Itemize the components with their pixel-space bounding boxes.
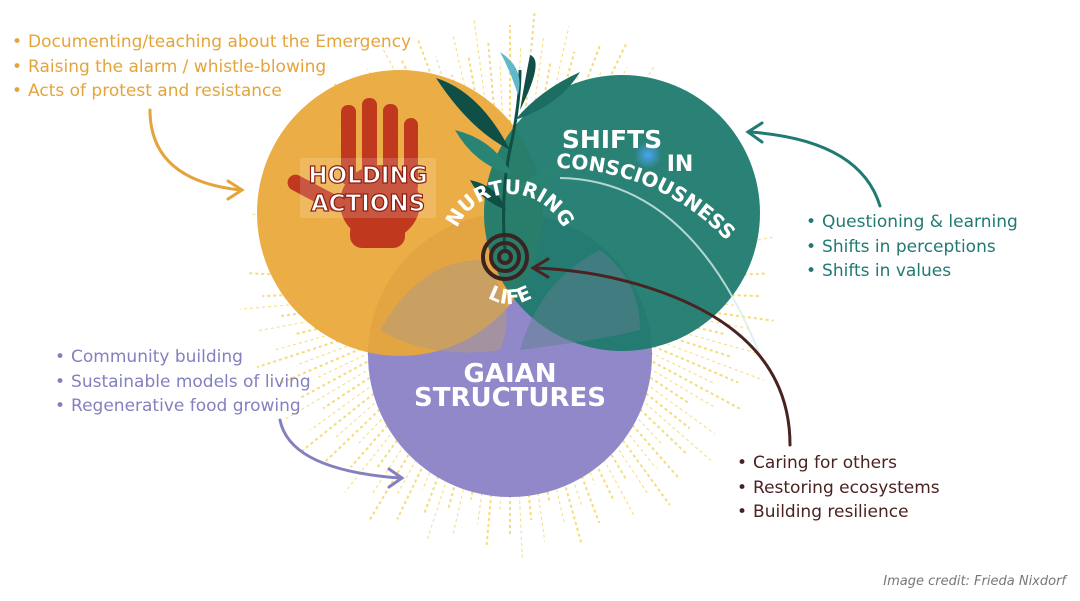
list-item: Restoring ecosystems [737,476,940,501]
sunburst-ray [565,44,601,134]
sunburst-ray [371,409,428,495]
glow-dot [634,141,662,169]
list-item: Community building [55,345,311,370]
sunburst-ray [640,379,715,435]
sunburst-ray [529,36,545,137]
sunburst-ray [309,379,380,431]
sunburst-ray [358,397,403,444]
sunburst-ray [647,343,739,384]
list-item: Building resilience [737,500,940,525]
sunburst-ray [324,396,394,463]
sunburst-ray [499,62,504,124]
sunburst-ray [667,320,725,335]
consciousness-swoosh [559,177,761,356]
sunburst-ray [295,320,353,335]
center-word-life: LIFE [485,280,534,309]
sunburst-ray [542,431,566,524]
holding-actions-list: Documenting/teaching about the Emergency… [12,30,411,104]
holding-arrow [148,108,242,192]
shifts-title-line1: SHIFTS [562,125,662,154]
sunburst-ray [561,425,601,524]
shifts-arrow [748,130,882,208]
hand-icon [287,98,420,248]
list-item: Shifts in values [806,259,1018,284]
list-item: Shifts in perceptions [806,235,1018,260]
gaian-structures-list: Community building Sustainable models of… [55,345,311,419]
sunburst-ray [652,360,742,411]
sunburst-ray [316,349,376,379]
sunburst-ray [545,26,570,128]
sunburst-ray [452,36,476,134]
sunburst-ray [536,438,551,504]
sunburst-ray [298,381,389,455]
shifts-consciousness-list: Questioning & learning Shifts in percept… [806,210,1018,284]
plant-icon [436,52,580,251]
nurturing-life-list: Caring for others Restoring ecosystems B… [737,451,940,525]
list-item: Regenerative food growing [55,394,311,419]
image-credit: Image credit: Frieda Nixdorf [883,574,1066,589]
list-item: Acts of protest and resistance [12,79,411,104]
nurturing-arrowhead [530,257,550,279]
gaian-title-line1: GAIAN [463,359,556,389]
gaian-title-line2: STRUCTURES [414,383,606,413]
overlap-shifts-gaian [520,250,640,350]
list-item: Raising the alarm / whistle-blowing [12,55,411,80]
sunburst-ray [639,370,691,405]
list-item: Documenting/teaching about the Emergency [12,30,411,55]
gaian-arrowhead [387,467,405,489]
shifts-arrowhead [745,121,764,144]
holding-title: HOLDING ACTIONS [300,158,436,218]
sunburst-ray [671,299,739,307]
shifts-title-in: IN [667,152,694,177]
sunburst-ray [299,360,368,399]
holding-title-line1: HOLDING [308,163,427,189]
sunburst-ray [638,361,716,409]
spiral-icon [481,233,529,281]
overlap-holding-gaian [380,260,507,353]
sunburst-ray [611,401,681,480]
sunburst-ray [661,341,764,381]
holding-arrowhead [226,179,245,201]
sunburst-ray [344,411,410,493]
list-item: Caring for others [737,451,940,476]
shifts-circle [484,75,760,351]
nurturing-arrow [533,266,792,447]
list-item: Sustainable models of living [55,370,311,395]
holding-title-line2: ACTIONS [311,191,425,217]
gaian-arrow [278,418,402,480]
list-item: Questioning & learning [806,210,1018,235]
